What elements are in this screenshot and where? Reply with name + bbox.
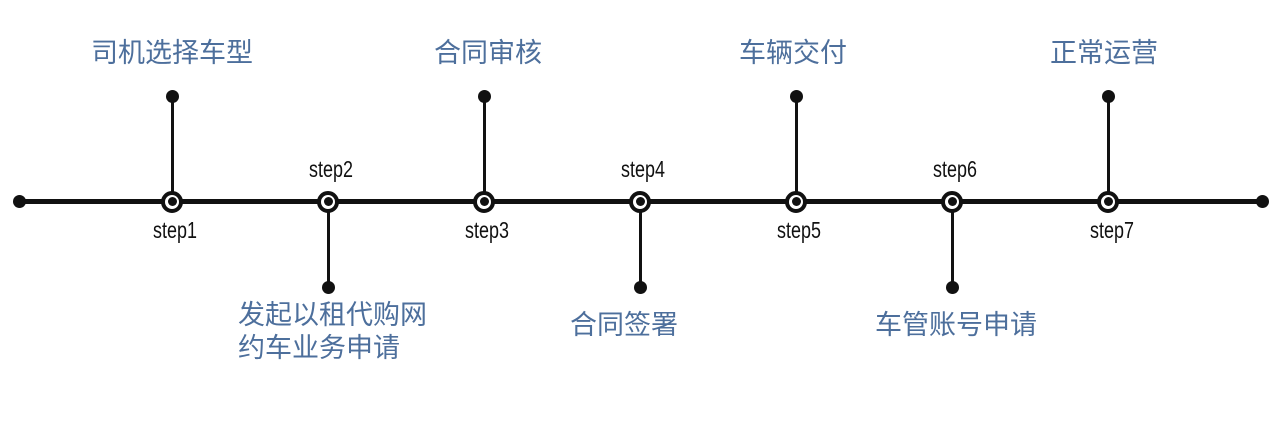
step3-label: step3	[465, 217, 509, 243]
step3-stem	[482, 96, 486, 202]
step3-node	[473, 190, 495, 213]
step2-description-line1: 发起以租代购网	[238, 300, 427, 330]
step7-label: step7	[1090, 217, 1134, 243]
step7-description: 正常运营	[1050, 38, 1158, 68]
step1-stem	[170, 96, 174, 202]
step5-node	[785, 190, 807, 213]
step4-stem	[638, 202, 642, 287]
step1-node	[161, 190, 183, 213]
step2-description: 发起以租代购网 约车业务申请	[238, 299, 427, 365]
step5-stem	[794, 96, 798, 202]
step7-terminal-dot	[1101, 89, 1115, 103]
step1-description: 司机选择车型	[91, 38, 253, 68]
step2-label: step2	[309, 156, 353, 182]
axis-end-dot	[1255, 195, 1269, 208]
step1-label: step1	[153, 217, 197, 243]
step3-description: 合同审核	[434, 38, 542, 68]
step6-terminal-dot	[945, 280, 959, 294]
step5-label: step5	[777, 217, 821, 243]
step3-terminal-dot	[477, 89, 491, 103]
axis-start-dot	[12, 195, 26, 208]
step4-label: step4	[621, 156, 665, 182]
step5-description: 车辆交付	[739, 38, 847, 68]
step1-terminal-dot	[165, 89, 179, 103]
step4-node	[629, 190, 651, 213]
step6-description: 车管账号申请	[875, 310, 1037, 340]
step2-terminal-dot	[321, 280, 335, 294]
step6-stem	[950, 202, 954, 287]
step2-description-line2: 约车业务申请	[238, 333, 400, 363]
step6-node	[941, 190, 963, 213]
step6-label: step6	[933, 156, 977, 182]
step4-description: 合同签署	[570, 310, 678, 340]
step2-node	[317, 190, 339, 213]
step2-stem	[326, 202, 330, 287]
step7-node	[1097, 190, 1119, 213]
step7-stem	[1106, 96, 1110, 202]
step4-terminal-dot	[633, 280, 647, 294]
step5-terminal-dot	[789, 89, 803, 103]
